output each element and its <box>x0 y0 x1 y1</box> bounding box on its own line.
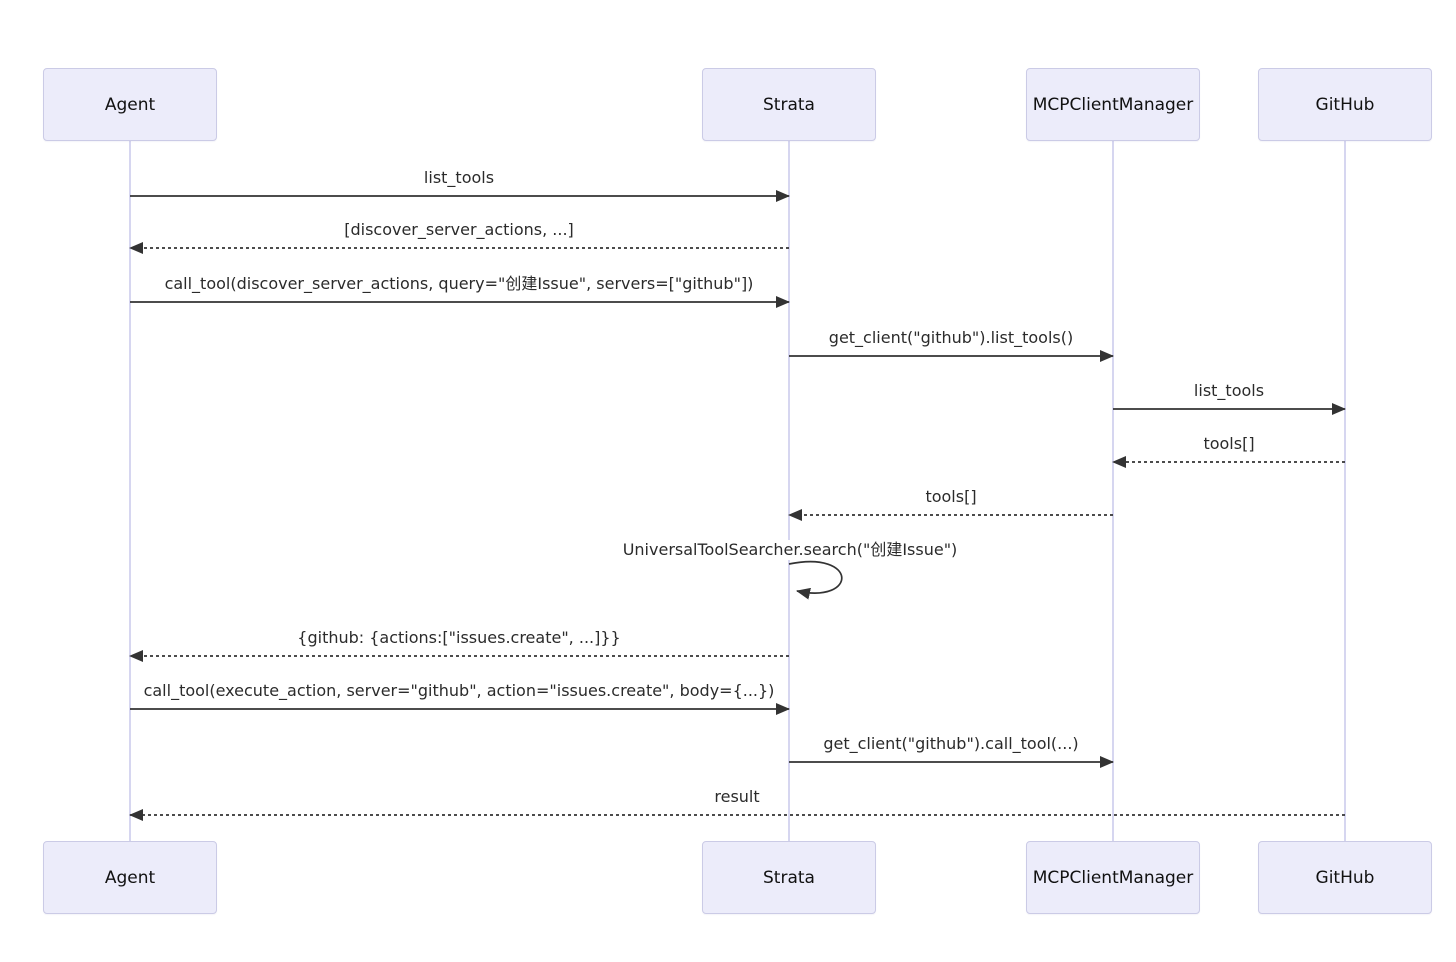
actor-mcpclientmanager-label: MCPClientManager <box>1032 867 1194 888</box>
message-label-11: get_client("github").call_tool(...) <box>821 734 1081 754</box>
actor-strata-bottom: Strata <box>702 841 876 914</box>
actor-github-bottom: GitHub <box>1258 841 1432 914</box>
actor-agent-label: Agent <box>104 867 156 888</box>
self-message-loop <box>788 560 843 600</box>
message-label-5: list_tools <box>1191 381 1267 401</box>
actor-github-label: GitHub <box>1315 867 1375 888</box>
actor-strata-label: Strata <box>763 867 815 888</box>
actor-strata-label: Strata <box>763 94 815 115</box>
actor-github-label: GitHub <box>1315 94 1375 115</box>
message-label-2: [discover_server_actions, ...] <box>342 220 576 240</box>
message-label-6: tools[] <box>1201 434 1257 454</box>
message-label-7: tools[] <box>923 487 979 507</box>
actor-agent-label: Agent <box>104 94 156 115</box>
message-label-12: result <box>712 787 762 807</box>
actor-mcpclientmanager-top: MCPClientManager <box>1026 68 1200 141</box>
actor-github-top: GitHub <box>1258 68 1432 141</box>
actor-strata-top: Strata <box>702 68 876 141</box>
message-label-4: get_client("github").list_tools() <box>826 328 1076 348</box>
actor-mcpclientmanager-bottom: MCPClientManager <box>1026 841 1200 914</box>
actor-agent-bottom: Agent <box>43 841 217 914</box>
message-label-3: call_tool(discover_server_actions, query… <box>162 274 756 294</box>
message-label-10: call_tool(execute_action, server="github… <box>141 681 777 701</box>
message-label-1: list_tools <box>421 168 497 188</box>
message-label-8: UniversalToolSearcher.search("创建Issue") <box>620 540 960 560</box>
actor-mcpclientmanager-label: MCPClientManager <box>1032 94 1194 115</box>
message-label-9: {github: {actions:["issues.create", ...]… <box>295 628 623 648</box>
actor-agent-top: Agent <box>43 68 217 141</box>
